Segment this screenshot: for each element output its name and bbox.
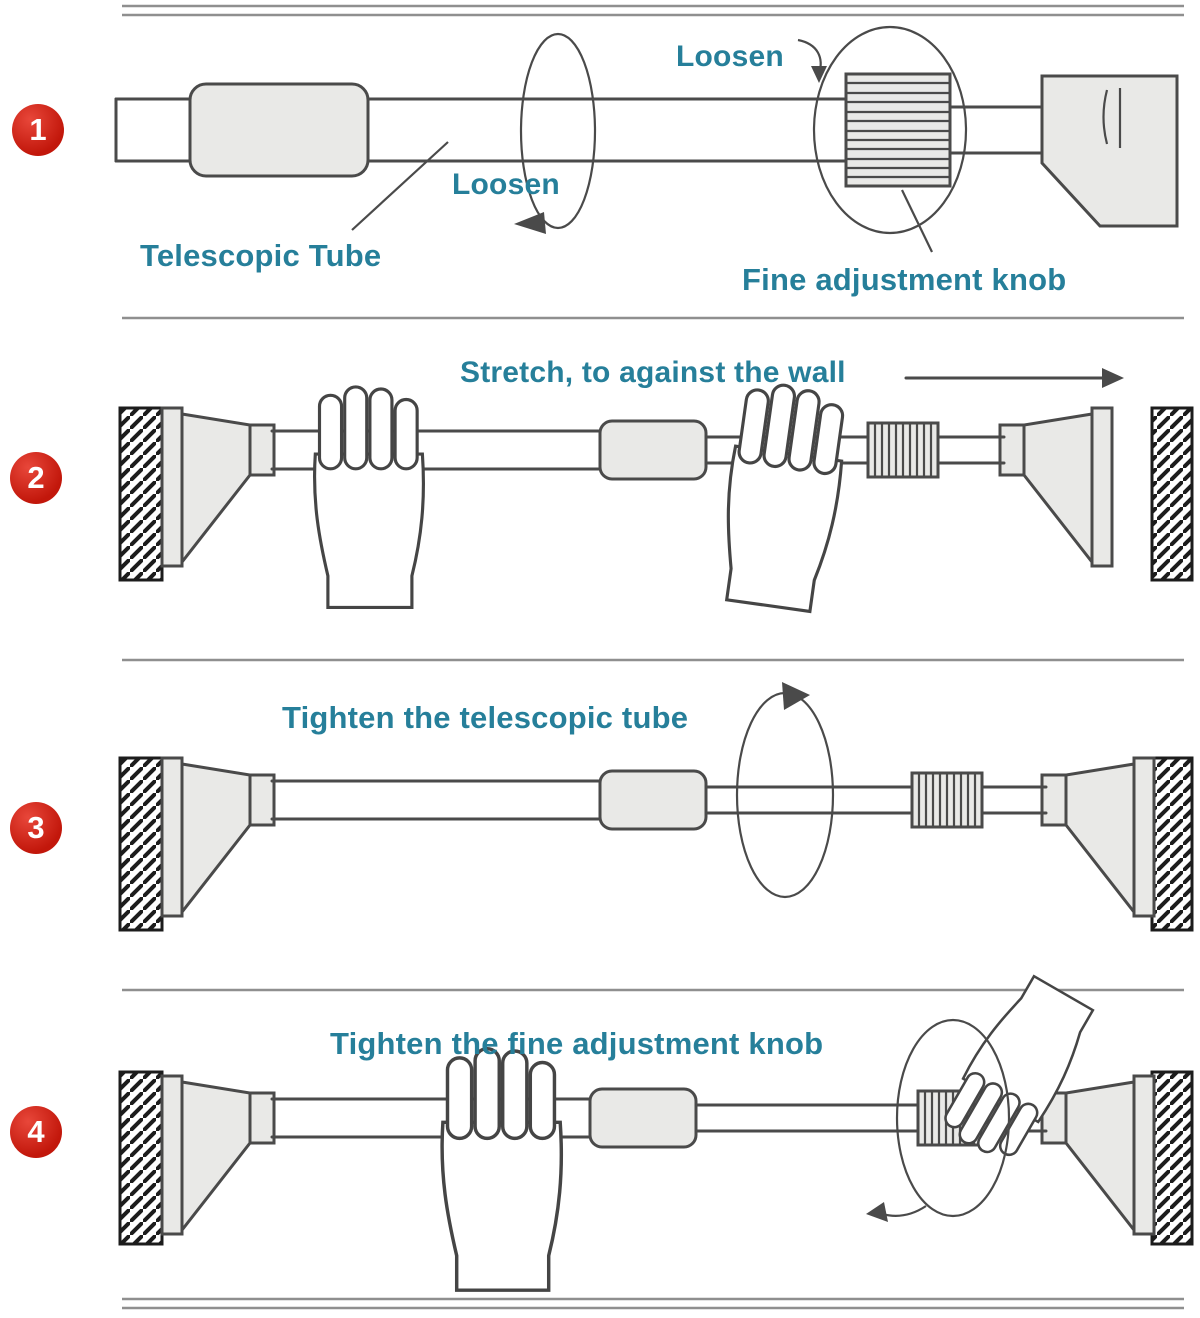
- right-wall: [1150, 756, 1194, 932]
- label-fine-adjustment-knob: Fine adjustment knob: [742, 262, 1067, 297]
- step-2-badge: 2: [10, 452, 62, 504]
- step3-figure: [118, 682, 1194, 932]
- rotation-arrow-icon: [797, 25, 968, 235]
- rotation-arrow-icon: [735, 682, 835, 899]
- rotation-arrow-icon: [514, 32, 597, 234]
- step4-figure: [118, 969, 1194, 1292]
- right-bracket: [1040, 756, 1156, 918]
- step-number: 4: [27, 1114, 45, 1149]
- left-wall: [118, 756, 164, 932]
- right-wall: [1150, 406, 1194, 582]
- left-hand: [312, 385, 426, 609]
- wall-flange-drawing: [1040, 74, 1179, 228]
- left-bracket: [160, 1074, 276, 1236]
- label-telescopic-tube: Telescopic Tube: [140, 238, 382, 273]
- left-wall: [118, 1070, 164, 1246]
- right-bracket: [1040, 1074, 1156, 1236]
- step1-figure: [114, 25, 1179, 253]
- fine-adjustment-knob-drawing: [866, 421, 940, 479]
- tube-label-pointer: [351, 141, 449, 231]
- step-4-badge: 4: [10, 1106, 62, 1158]
- step-1-badge: 1: [12, 104, 64, 156]
- left-bracket: [160, 406, 276, 568]
- label-loosen-upper: Loosen: [676, 40, 784, 73]
- step2-figure: [118, 368, 1194, 615]
- rod-drawing: [270, 769, 1048, 831]
- knob-label-pointer: [901, 189, 933, 253]
- step-number: 1: [29, 112, 47, 147]
- step-number: 3: [27, 810, 45, 845]
- label-loosen-mid: Loosen: [452, 168, 560, 201]
- stretch-arrow-icon: [904, 368, 1124, 388]
- step-number: 2: [27, 460, 45, 495]
- fine-adjustment-knob-drawing: [910, 771, 984, 829]
- label-tighten-fine-adjustment-knob: Tighten the fine adjustment knob: [330, 1026, 824, 1061]
- label-tighten-telescopic-tube: Tighten the telescopic tube: [282, 700, 689, 735]
- right-bracket: [998, 406, 1114, 568]
- left-wall: [118, 406, 164, 582]
- telescopic-tube-drawing: [114, 82, 1046, 178]
- right-wall: [1150, 1070, 1194, 1246]
- rotation-arrow-icon: [866, 1018, 1011, 1222]
- fine-adjustment-knob-drawing: [844, 72, 952, 188]
- label-stretch-to-wall: Stretch, to against the wall: [460, 356, 846, 389]
- left-hand: [440, 1046, 564, 1292]
- frame-rules: [122, 4, 1184, 1310]
- step-3-badge: 3: [10, 802, 62, 854]
- right-hand: [711, 377, 854, 615]
- left-bracket: [160, 756, 276, 918]
